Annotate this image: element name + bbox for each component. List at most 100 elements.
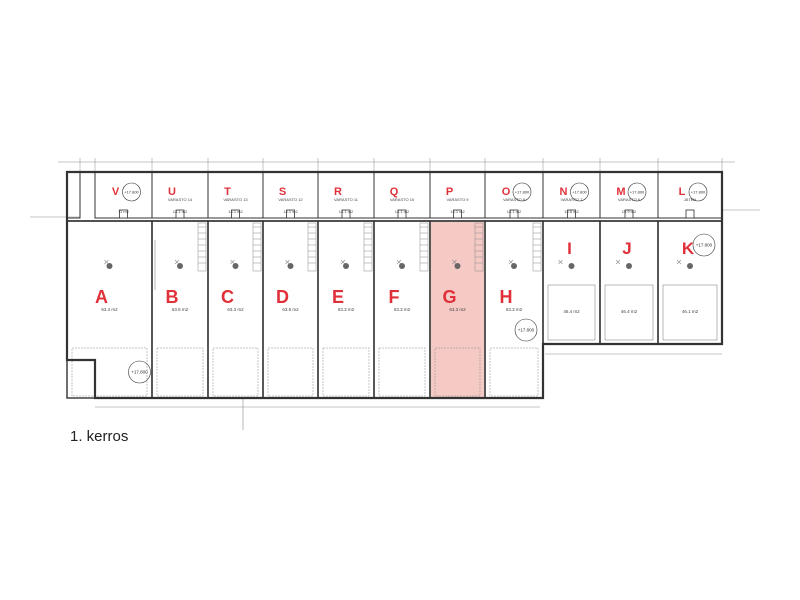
column-marker-icon [399, 263, 405, 269]
level-marker-icon [122, 182, 141, 202]
unit-letter: F [389, 287, 400, 307]
unit-letter: B [166, 287, 179, 307]
outer-wall [65, 170, 724, 400]
storage-door-icon [453, 209, 462, 219]
unit-area: 46.4 m2 [621, 309, 638, 314]
column-marker-icon [687, 263, 693, 269]
unit-garage-area [434, 347, 481, 397]
unit-room: G63.3 m2 [429, 220, 486, 399]
storage-letter: N [560, 186, 568, 198]
fixture-icon [558, 259, 563, 265]
storage-area: 14.1 m2 [339, 209, 354, 214]
unit-room: I46.4 m2 [542, 220, 601, 345]
unit-area: 46.1 m2 [682, 309, 699, 314]
storage-door-icon [341, 209, 351, 219]
stair-icon [252, 222, 262, 272]
fixture-icon [452, 259, 457, 265]
unit-room: C63.3 m2 [207, 220, 264, 399]
storage-letter: O [502, 186, 511, 198]
storage-label: VARASTO 9 [446, 197, 469, 202]
unit-letter: H [500, 287, 513, 307]
unit-garage-area [378, 347, 426, 397]
storage-letter: R [334, 186, 342, 198]
fixture-icon [340, 259, 346, 265]
storage-area: 14.1 m2 [395, 209, 410, 214]
unit-room: E63.3 m2 [317, 220, 375, 399]
unit-garage-area [489, 347, 539, 397]
storage-door-icon [509, 209, 519, 219]
storage-label: VARASTO 11 [334, 197, 359, 202]
unit-room: F63.3 m2 [373, 220, 431, 399]
unit-area: 63.4 m2 [101, 307, 118, 312]
storage-area: 11 m2 [118, 209, 130, 214]
storage-label: VARASTO 8 [503, 197, 526, 202]
shaft-box [66, 171, 81, 219]
unit-area: 63.3 m2 [227, 307, 244, 312]
storage-door-icon [119, 209, 128, 219]
stair-icon [307, 222, 317, 272]
storage-label: VARASTO 12 [278, 197, 303, 202]
level-marker-icon [570, 182, 589, 202]
fixture-icon [285, 259, 290, 265]
stair-icon [363, 222, 373, 272]
level-marker-text: +17.800 [572, 190, 587, 195]
unit-area: 46.4 m2 [563, 309, 580, 314]
level-marker-text: +17.800 [691, 190, 706, 195]
level-marker-icon [688, 182, 708, 202]
unit-garage-area [267, 347, 314, 397]
column-marker-icon [568, 263, 575, 269]
unit-room: H63.3 m2+17.800 [484, 220, 544, 399]
column-marker-icon [343, 263, 349, 269]
column-marker-icon [106, 263, 113, 269]
dimension-lines [30, 158, 760, 430]
storage-letter: P [446, 186, 453, 198]
level-marker-text: +17.800 [630, 190, 645, 195]
unit-room: A63.4 m2+17.800 [66, 220, 153, 399]
unit-inner-area [547, 284, 596, 341]
storage-label: VARASTO 14 [168, 197, 193, 202]
column-marker-icon [177, 263, 183, 269]
storage-door-icon [567, 209, 576, 219]
unit-garage-area [212, 347, 259, 397]
unit-letter: E [332, 287, 344, 307]
storage-door-icon [231, 209, 240, 219]
unit-garage-area [156, 347, 204, 397]
unit-letter: G [442, 287, 456, 307]
unit-area: 63.3 m2 [449, 307, 466, 312]
storage-letter: M [616, 186, 625, 198]
storage-door-icon [685, 209, 695, 219]
storage-letter: Q [390, 186, 399, 198]
fixture-icon [104, 259, 109, 265]
fixture-icon [396, 259, 402, 265]
unit-inner-area [604, 284, 654, 341]
storage-label: VARASTO 6 [618, 197, 641, 202]
level-marker-text: +17.800 [518, 328, 535, 333]
level-marker-text: +17.800 [124, 190, 139, 195]
unit-room: B63.5 m2 [151, 220, 209, 399]
storage-area: 14.1 m2 [173, 209, 188, 214]
fixture-icon [230, 259, 235, 265]
unit-room: D63.5 m2 [262, 220, 319, 399]
unit-inner-area [662, 284, 718, 341]
stair-icon [419, 222, 429, 272]
stair-icon [197, 222, 207, 272]
column-marker-icon [511, 263, 517, 269]
level-marker-icon [627, 182, 647, 202]
level-marker-icon [692, 233, 716, 257]
storage-letter: U [168, 186, 176, 198]
column-marker-icon [232, 263, 239, 269]
storage-letter: L [679, 186, 686, 198]
level-marker-icon [128, 360, 151, 384]
unit-area: 63.3 m2 [338, 307, 355, 312]
storage-door-icon [286, 209, 295, 219]
